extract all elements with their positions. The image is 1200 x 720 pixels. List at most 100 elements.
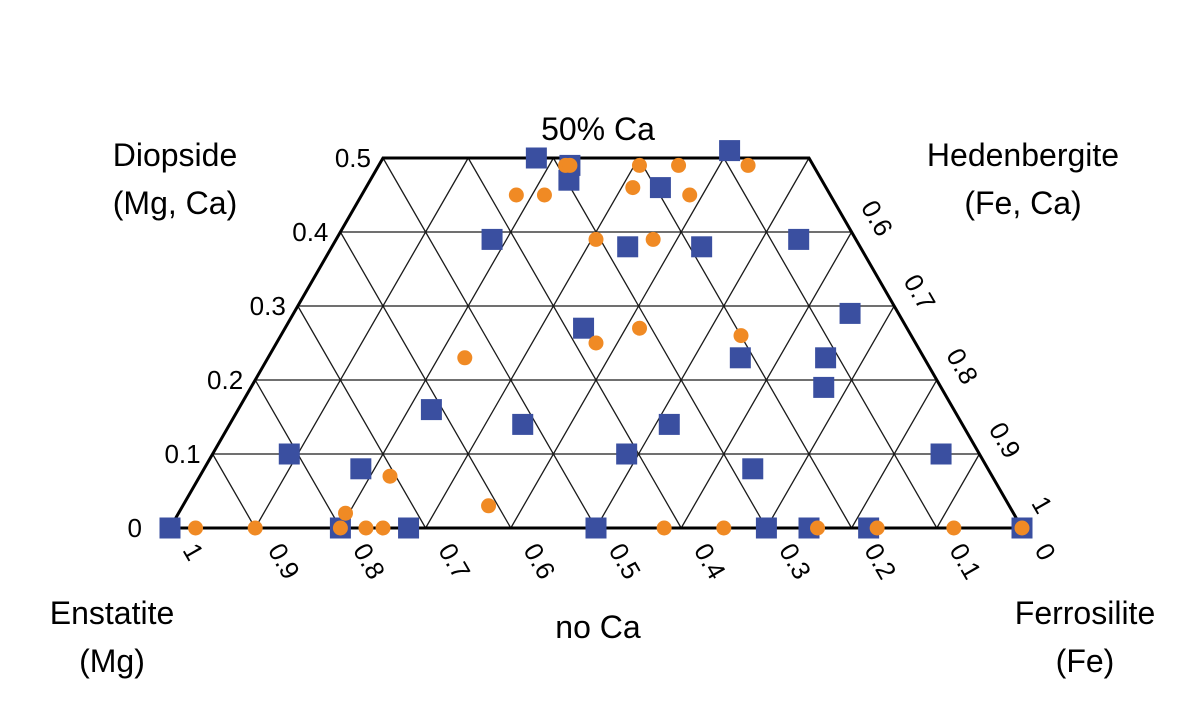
data-point-square	[617, 236, 639, 258]
bottom-tick-label: 0.4	[688, 538, 732, 584]
y-tick-label: 0.3	[250, 291, 286, 321]
corner-label-hedenbergite-formula: (Fe, Ca)	[964, 185, 1081, 221]
data-point-square	[512, 413, 534, 435]
data-point-circle	[457, 350, 473, 366]
grid-lines	[212, 157, 980, 529]
grid-line-diagonal	[510, 157, 725, 529]
grid-line-diagonal	[254, 157, 469, 529]
data-point-square	[616, 443, 638, 465]
data-point-circle	[869, 520, 885, 536]
data-point-circle	[682, 187, 698, 203]
data-point-circle	[946, 520, 962, 536]
data-point-square	[573, 317, 595, 339]
y-tick-label: 0.1	[164, 439, 200, 469]
data-point-circle	[740, 157, 756, 173]
data-point-square	[585, 517, 607, 539]
grid-line-diagonal	[339, 231, 512, 529]
bottom-tick-label: 0.3	[773, 538, 817, 584]
left-axis-ticks: 00.10.20.30.40.5	[128, 143, 371, 543]
corner-label-diopside-formula: (Mg, Ca)	[113, 185, 237, 221]
right-tick-label: 0.6	[855, 195, 899, 241]
grid-line-diagonal	[382, 157, 597, 529]
data-point-circle	[508, 187, 524, 203]
data-point-circle	[810, 520, 826, 536]
data-point-square	[420, 399, 442, 421]
data-point-square	[658, 413, 680, 435]
data-point-circle	[382, 468, 398, 484]
bottom-tick-label: 1	[177, 538, 210, 566]
y-tick-label: 0.2	[207, 365, 243, 395]
data-point-square	[398, 517, 420, 539]
data-point-square	[930, 443, 952, 465]
bottom-label: no Ca	[555, 609, 641, 645]
grid-line-diagonal	[339, 157, 554, 529]
data-point-circle	[481, 498, 497, 514]
data-point-square	[691, 236, 713, 258]
data-point-square	[159, 517, 181, 539]
data-point-circle	[188, 520, 204, 536]
data-point-square	[839, 302, 861, 324]
grid-line-diagonal	[595, 157, 810, 529]
data-point-square	[788, 228, 810, 250]
bottom-tick-label: 0.8	[347, 538, 391, 584]
grid-line-diagonal	[552, 157, 767, 529]
right-tick-label: 0.8	[940, 343, 984, 389]
grid-line-diagonal	[638, 157, 853, 529]
grid-line-diagonal	[723, 157, 938, 529]
right-tick-label: 0.9	[983, 417, 1027, 463]
data-point-square	[813, 376, 835, 398]
grid-line-diagonal	[425, 157, 640, 529]
bottom-tick-label: 0.7	[432, 538, 476, 584]
data-point-circle	[716, 520, 732, 536]
data-point-circle	[671, 157, 687, 173]
grid-line-diagonal	[212, 453, 256, 529]
data-point-circle	[358, 520, 374, 536]
corner-label-enstatite-formula: (Mg)	[79, 643, 145, 679]
top-label: 50% Ca	[541, 111, 655, 147]
data-point-circle	[375, 520, 391, 536]
right-tick-label: 1	[1026, 491, 1059, 519]
corner-label-ferrosilite-formula: (Fe)	[1056, 643, 1115, 679]
grid-line-diagonal	[936, 453, 980, 529]
bottom-tick-label: 0	[1029, 538, 1062, 566]
data-point-square	[649, 177, 671, 199]
data-point-square	[719, 140, 741, 162]
bottom-tick-label: 0.9	[262, 538, 306, 584]
y-tick-label: 0	[128, 513, 142, 543]
quadrilateral-outline	[167, 156, 1025, 530]
data-point-circle	[632, 320, 648, 336]
bottom-tick-label: 0.5	[603, 538, 647, 584]
corner-label-diopside: Diopside	[113, 137, 238, 173]
data-point-square	[815, 347, 837, 369]
corner-label-enstatite: Enstatite	[50, 595, 175, 631]
data-point-square	[755, 517, 777, 539]
data-point-circle	[656, 520, 672, 536]
data-point-circle	[562, 157, 578, 173]
right-tick-label: 0.7	[898, 269, 942, 315]
data-point-square	[278, 443, 300, 465]
data-point-circle	[645, 231, 661, 247]
corner-label-hedenbergite: Hedenbergite	[927, 137, 1119, 173]
data-point-circle	[625, 180, 641, 196]
grid-line-diagonal	[765, 305, 895, 529]
bottom-tick-label: 0.1	[944, 538, 988, 584]
data-point-square	[729, 347, 751, 369]
data-point-circle	[247, 520, 263, 536]
data-point-square	[742, 458, 764, 480]
data-point-circle	[338, 505, 354, 521]
bottom-tick-label: 0.6	[518, 538, 562, 584]
data-points	[159, 140, 1033, 539]
corner-label-ferrosilite: Ferrosilite	[1015, 595, 1155, 631]
grid-line-diagonal	[467, 157, 682, 529]
data-point-circle	[631, 157, 647, 173]
data-point-square	[481, 228, 503, 250]
data-point-circle	[332, 520, 348, 536]
data-point-circle	[733, 328, 749, 344]
grid-line-diagonal	[297, 305, 427, 529]
data-point-square	[350, 458, 372, 480]
data-point-circle	[588, 335, 604, 351]
data-point-circle	[588, 231, 604, 247]
y-tick-label: 0.5	[335, 143, 371, 173]
